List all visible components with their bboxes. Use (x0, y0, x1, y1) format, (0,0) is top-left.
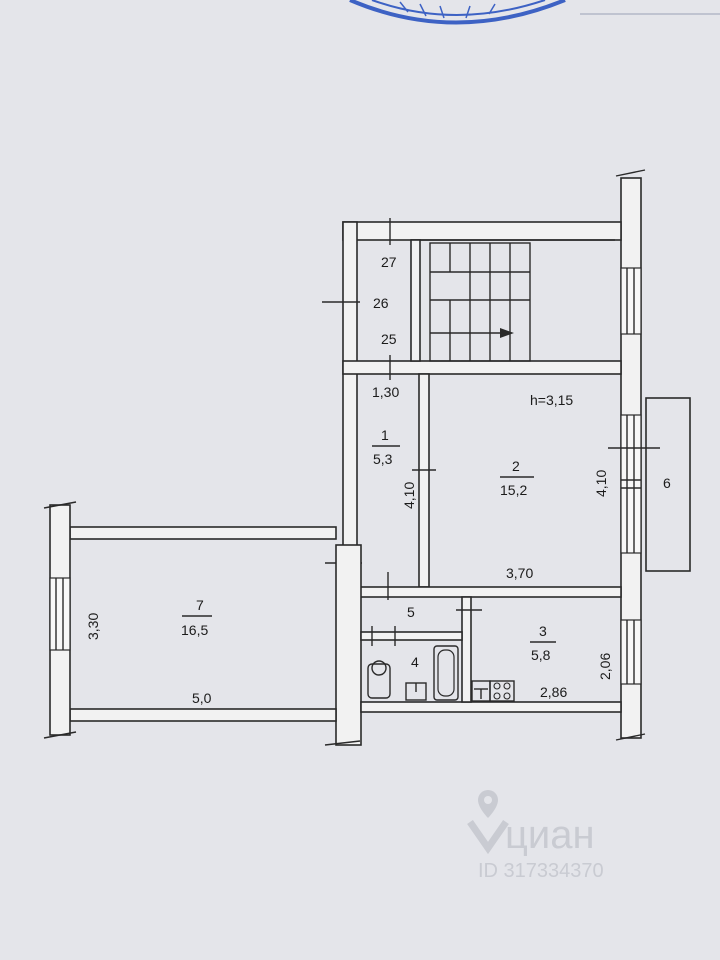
room7-number: 7 (196, 597, 204, 613)
room3-area: 5,8 (531, 647, 551, 663)
watermark: циан ID 317334370 (467, 790, 604, 882)
location-pin-icon (467, 790, 509, 855)
staircase (322, 218, 531, 380)
dim-2-86: 2,86 (540, 684, 567, 700)
kitchen-sink-icon (471, 680, 491, 702)
wall-left-upper (342, 221, 358, 553)
dim-3-30: 3,30 (85, 613, 101, 640)
stair-mark-27: 27 (381, 254, 397, 270)
room7-area: 16,5 (181, 622, 208, 638)
window-room7 (49, 577, 71, 651)
room4-number: 4 (411, 654, 419, 670)
room5-number: 5 (407, 604, 415, 620)
wall-top (342, 221, 622, 241)
room3-number: 3 (539, 623, 547, 639)
room1-area: 5,3 (373, 451, 393, 467)
stove-icon (489, 680, 515, 702)
bathtub-icon (433, 645, 459, 701)
balcony (645, 397, 691, 572)
room1-number: 1 (381, 427, 389, 443)
wall-partition-3 (461, 596, 472, 703)
wall-stair (410, 239, 421, 362)
dim-5-0: 5,0 (192, 690, 212, 706)
wall-partition-1-2 (418, 373, 430, 588)
sink-icon (405, 682, 427, 701)
toilet-icon (367, 660, 391, 699)
stair-mark-25: 25 (381, 331, 397, 347)
window-room3 (620, 619, 642, 685)
room6-number: 6 (663, 475, 671, 491)
window-room2 (608, 414, 660, 554)
dim-room1-4-10: 4,10 (401, 482, 417, 509)
dim-room2-4-10: 4,10 (593, 470, 609, 497)
wall-mid (356, 586, 622, 598)
ceiling-height: h=3,15 (530, 392, 573, 408)
watermark-id: ID 317334370 (478, 860, 604, 882)
watermark-brand: циан (505, 813, 595, 857)
dim-3-70: 3,70 (506, 565, 533, 581)
dim-2-06: 2,06 (597, 653, 613, 680)
stair-mark-26: 26 (373, 295, 389, 311)
room2-number: 2 (512, 458, 520, 474)
room2-area: 15,2 (500, 482, 527, 498)
dim-1-30: 1,30 (372, 384, 399, 400)
wall-left-lower (335, 544, 362, 746)
stamp (349, 0, 720, 25)
room7-wall-bottom (69, 708, 337, 722)
wall-bottom (360, 701, 622, 713)
room7-wall-top (69, 526, 337, 540)
window-stair (620, 267, 642, 335)
wall-bath-top (360, 631, 463, 641)
wall-landing (342, 360, 622, 375)
